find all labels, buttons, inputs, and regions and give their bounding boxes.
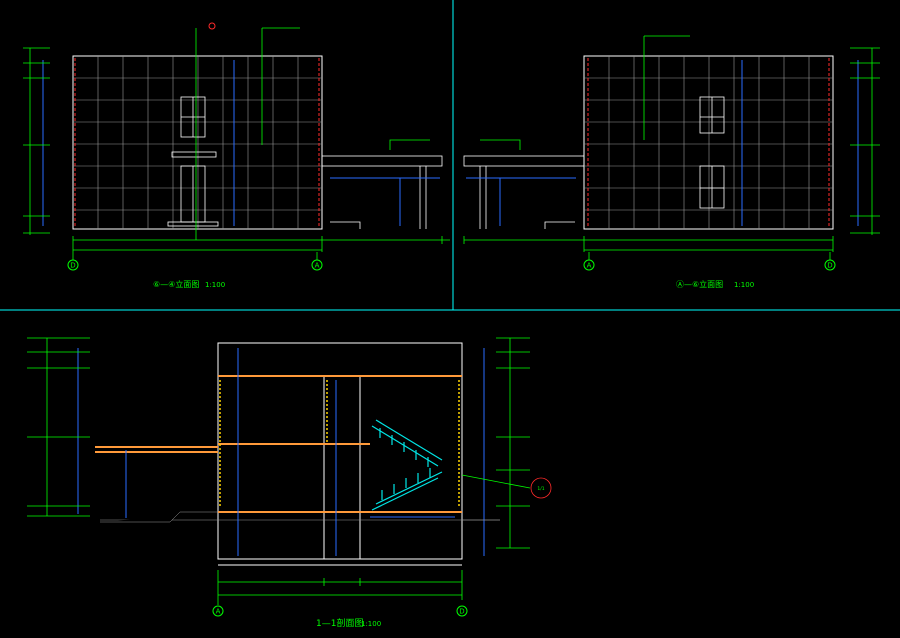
elevation-right-canopy: [463, 155, 585, 229]
sheet-frame: [0, 0, 900, 311]
section-axis-right: D: [459, 608, 464, 616]
elevation-right-axis-right: D: [827, 262, 832, 270]
section-stair: [371, 419, 443, 511]
elevation-left-facade-grid: [72, 55, 323, 230]
elevation-right-dims: [463, 35, 880, 252]
section-floor-slabs: [95, 375, 462, 513]
elevation-left-dims: [23, 27, 450, 252]
elevation-right: A D Ⓐ—⑥立面图 1:100: [463, 35, 880, 289]
section-insulation: [219, 380, 460, 508]
section-detail-bubble: [530, 477, 552, 499]
elevation-left: D A ⑥—④立面图 1:100: [23, 22, 450, 289]
elevation-left-windows: [167, 96, 219, 227]
elevation-right-scale: 1:100: [734, 281, 754, 289]
elevation-left-canopy: [321, 155, 443, 229]
elevation-left-axis-left: D: [70, 262, 75, 270]
section-detail-bubble-text: 1/1: [537, 486, 544, 492]
elevation-right-dims-blue: [466, 60, 859, 226]
section-1-1: 1/1 A D 1—1剖面图 1:100: [27, 337, 552, 629]
elevation-right-axis-bubbles: [583, 252, 836, 271]
elevation-left-axis-bubbles: [67, 252, 323, 271]
elevation-right-title: Ⓐ—⑥立面图: [676, 279, 723, 289]
section-dims: [27, 337, 531, 605]
elevation-right-windows: [699, 96, 725, 209]
section-dims-blue: [77, 348, 485, 556]
elevation-left-vent-marker: [208, 22, 216, 30]
section-scale: 1:100: [361, 620, 381, 628]
elevation-left-axis-right: A: [315, 262, 320, 270]
elevation-left-title: ⑥—④立面图: [153, 279, 199, 289]
elevation-left-dims-blue: [42, 60, 440, 226]
section-axis-left: A: [216, 608, 221, 616]
elevation-right-axis-left: A: [587, 262, 592, 270]
section-axis-bubbles: [212, 605, 468, 617]
elevation-left-scale: 1:100: [205, 281, 225, 289]
section-title: 1—1剖面图: [316, 617, 363, 629]
elevation-right-facade-grid: [583, 55, 834, 230]
section-ground: [100, 511, 500, 523]
